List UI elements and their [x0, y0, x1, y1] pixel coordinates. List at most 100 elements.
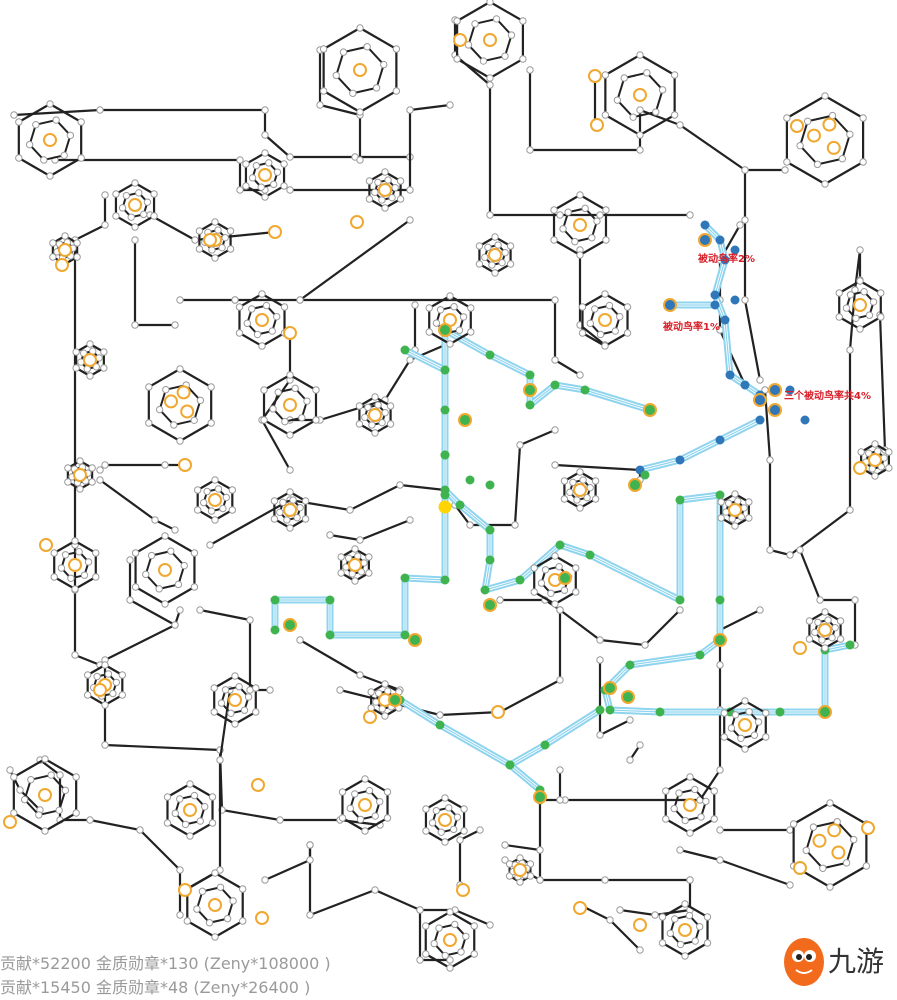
path-node[interactable]	[400, 573, 410, 583]
major-node[interactable]	[93, 683, 107, 697]
tree-node[interactable]	[236, 156, 244, 164]
tree-node[interactable]	[219, 504, 227, 513]
tree-node[interactable]	[576, 371, 584, 379]
tree-node[interactable]	[211, 516, 219, 524]
tree-node[interactable]	[703, 939, 712, 947]
path-node[interactable]	[550, 380, 560, 390]
tree-node[interactable]	[396, 177, 405, 185]
tree-node[interactable]	[170, 421, 178, 429]
tree-node[interactable]	[32, 120, 40, 129]
tree-node[interactable]	[686, 829, 694, 837]
tree-node[interactable]	[666, 929, 674, 938]
tree-node[interactable]	[131, 321, 139, 329]
tree-node[interactable]	[643, 69, 651, 77]
tree-node[interactable]	[319, 87, 328, 95]
tree-node[interactable]	[131, 583, 140, 591]
tree-node[interactable]	[724, 499, 733, 507]
path-node[interactable]	[730, 295, 740, 305]
tree-node[interactable]	[363, 43, 371, 51]
tree-node[interactable]	[636, 106, 644, 114]
path-node[interactable]	[698, 233, 712, 247]
tree-node[interactable]	[88, 464, 96, 472]
tree-node[interactable]	[676, 121, 684, 129]
tree-node[interactable]	[155, 585, 163, 593]
tree-node[interactable]	[66, 131, 75, 140]
tree-node[interactable]	[261, 106, 269, 114]
tree-node[interactable]	[162, 385, 170, 394]
tree-node[interactable]	[100, 364, 108, 372]
tree-node[interactable]	[455, 326, 464, 334]
tree-node[interactable]	[338, 814, 347, 822]
tree-node[interactable]	[530, 564, 538, 572]
major-node[interactable]	[348, 558, 362, 572]
tree-node[interactable]	[293, 513, 301, 522]
tree-node[interactable]	[356, 815, 365, 824]
major-node[interactable]	[443, 933, 457, 947]
path-node[interactable]	[580, 385, 590, 395]
tree-node[interactable]	[691, 937, 699, 945]
tree-node[interactable]	[821, 608, 829, 616]
tree-node[interactable]	[112, 678, 121, 687]
tree-node[interactable]	[16, 786, 24, 794]
tree-node[interactable]	[516, 441, 524, 449]
tree-node[interactable]	[805, 617, 814, 625]
tree-node[interactable]	[383, 788, 392, 796]
tree-node[interactable]	[796, 141, 804, 150]
tree-node[interactable]	[871, 472, 879, 480]
tree-node[interactable]	[276, 816, 284, 824]
major-node[interactable]	[573, 901, 587, 915]
tree-node[interactable]	[118, 204, 127, 212]
tree-node[interactable]	[50, 573, 58, 581]
tree-node[interactable]	[641, 641, 649, 649]
tree-node[interactable]	[796, 546, 804, 554]
tree-node[interactable]	[623, 303, 632, 311]
path-node[interactable]	[710, 290, 720, 300]
tree-node[interactable]	[636, 741, 644, 749]
tree-node[interactable]	[578, 329, 587, 337]
tree-node[interactable]	[296, 503, 304, 512]
tree-node[interactable]	[789, 820, 798, 828]
tree-node[interactable]	[762, 709, 770, 717]
tree-node[interactable]	[381, 712, 389, 720]
major-node[interactable]	[818, 623, 832, 637]
major-node[interactable]	[3, 815, 17, 829]
tree-node[interactable]	[616, 312, 624, 321]
tree-node[interactable]	[351, 790, 359, 798]
path-node[interactable]	[440, 490, 450, 500]
tree-node[interactable]	[236, 186, 244, 194]
tree-node[interactable]	[536, 846, 544, 854]
major-node[interactable]	[812, 833, 827, 848]
tree-node[interactable]	[381, 680, 389, 688]
major-node[interactable]	[827, 823, 842, 838]
tree-node[interactable]	[885, 448, 893, 456]
tree-node[interactable]	[221, 686, 230, 694]
tree-node[interactable]	[494, 241, 502, 249]
tree-node[interactable]	[183, 917, 191, 925]
major-node[interactable]	[73, 468, 87, 482]
tree-node[interactable]	[606, 916, 614, 924]
tree-node[interactable]	[280, 160, 288, 168]
tree-node[interactable]	[231, 720, 239, 728]
tree-node[interactable]	[676, 940, 685, 949]
tree-node[interactable]	[862, 862, 871, 870]
tree-node[interactable]	[376, 797, 384, 806]
tree-node[interactable]	[411, 301, 419, 309]
tree-node[interactable]	[453, 55, 461, 63]
tree-node[interactable]	[337, 553, 345, 561]
tree-node[interactable]	[180, 561, 188, 570]
tree-node[interactable]	[766, 546, 774, 554]
major-node[interactable]	[633, 88, 647, 102]
tree-node[interactable]	[593, 217, 601, 225]
path-node[interactable]	[725, 370, 735, 380]
path-node[interactable]	[485, 350, 495, 360]
tree-node[interactable]	[374, 689, 383, 697]
tree-node[interactable]	[337, 569, 345, 577]
tree-node[interactable]	[691, 785, 699, 794]
tree-node[interactable]	[55, 806, 63, 815]
major-node[interactable]	[363, 710, 377, 724]
tree-node[interactable]	[319, 45, 328, 53]
tree-node[interactable]	[541, 566, 550, 574]
tree-node[interactable]	[176, 296, 184, 304]
tree-node[interactable]	[258, 290, 266, 298]
major-node[interactable]	[68, 558, 82, 572]
